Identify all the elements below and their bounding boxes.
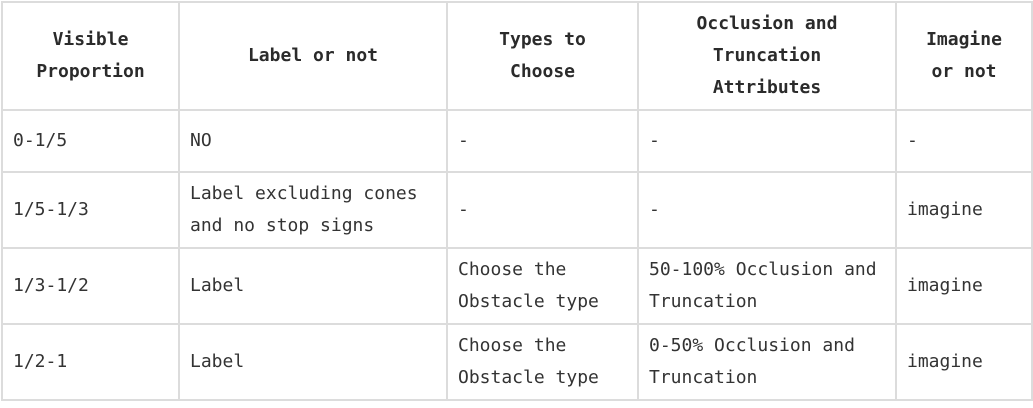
cell-visible-proportion: 1/2-1 [1,323,180,401]
cell-imagine-or-not: imagine [895,323,1033,401]
cell-visible-proportion: 1/5-1/3 [1,171,180,249]
header-types-to-choose: Types to Choose [446,1,639,111]
cell-types-to-choose: Choose the Obstacle type [446,323,639,401]
table-row: 1/2-1 Label Choose the Obstacle type 0-5… [1,323,1033,401]
cell-imagine-or-not: - [895,109,1033,173]
visibility-labeling-table: Visible Proportion Label or not Types to… [1,1,1033,401]
cell-types-to-choose: Choose the Obstacle type [446,247,639,325]
cell-label-or-not: Label [178,323,448,401]
cell-occlusion-truncation: 50-100% Occlusion and Truncation [637,247,897,325]
cell-label-or-not: Label [178,247,448,325]
cell-types-to-choose: - [446,109,639,173]
table-row: 0-1/5 NO - - - [1,109,1033,173]
header-visible-proportion: Visible Proportion [1,1,180,111]
header-occlusion-truncation: Occlusion and Truncation Attributes [637,1,897,111]
cell-types-to-choose: - [446,171,639,249]
header-row: Visible Proportion Label or not Types to… [1,1,1033,111]
cell-label-or-not: Label excluding cones and no stop signs [178,171,448,249]
table-row: 1/5-1/3 Label excluding cones and no sto… [1,171,1033,249]
header-label-or-not: Label or not [178,1,448,111]
cell-occlusion-truncation: - [637,171,897,249]
header-imagine-or-not: Imagine or not [895,1,1033,111]
cell-imagine-or-not: imagine [895,171,1033,249]
cell-label-or-not: NO [178,109,448,173]
cell-imagine-or-not: imagine [895,247,1033,325]
cell-occlusion-truncation: 0-50% Occlusion and Truncation [637,323,897,401]
cell-visible-proportion: 0-1/5 [1,109,180,173]
table-row: 1/3-1/2 Label Choose the Obstacle type 5… [1,247,1033,325]
cell-occlusion-truncation: - [637,109,897,173]
cell-visible-proportion: 1/3-1/2 [1,247,180,325]
